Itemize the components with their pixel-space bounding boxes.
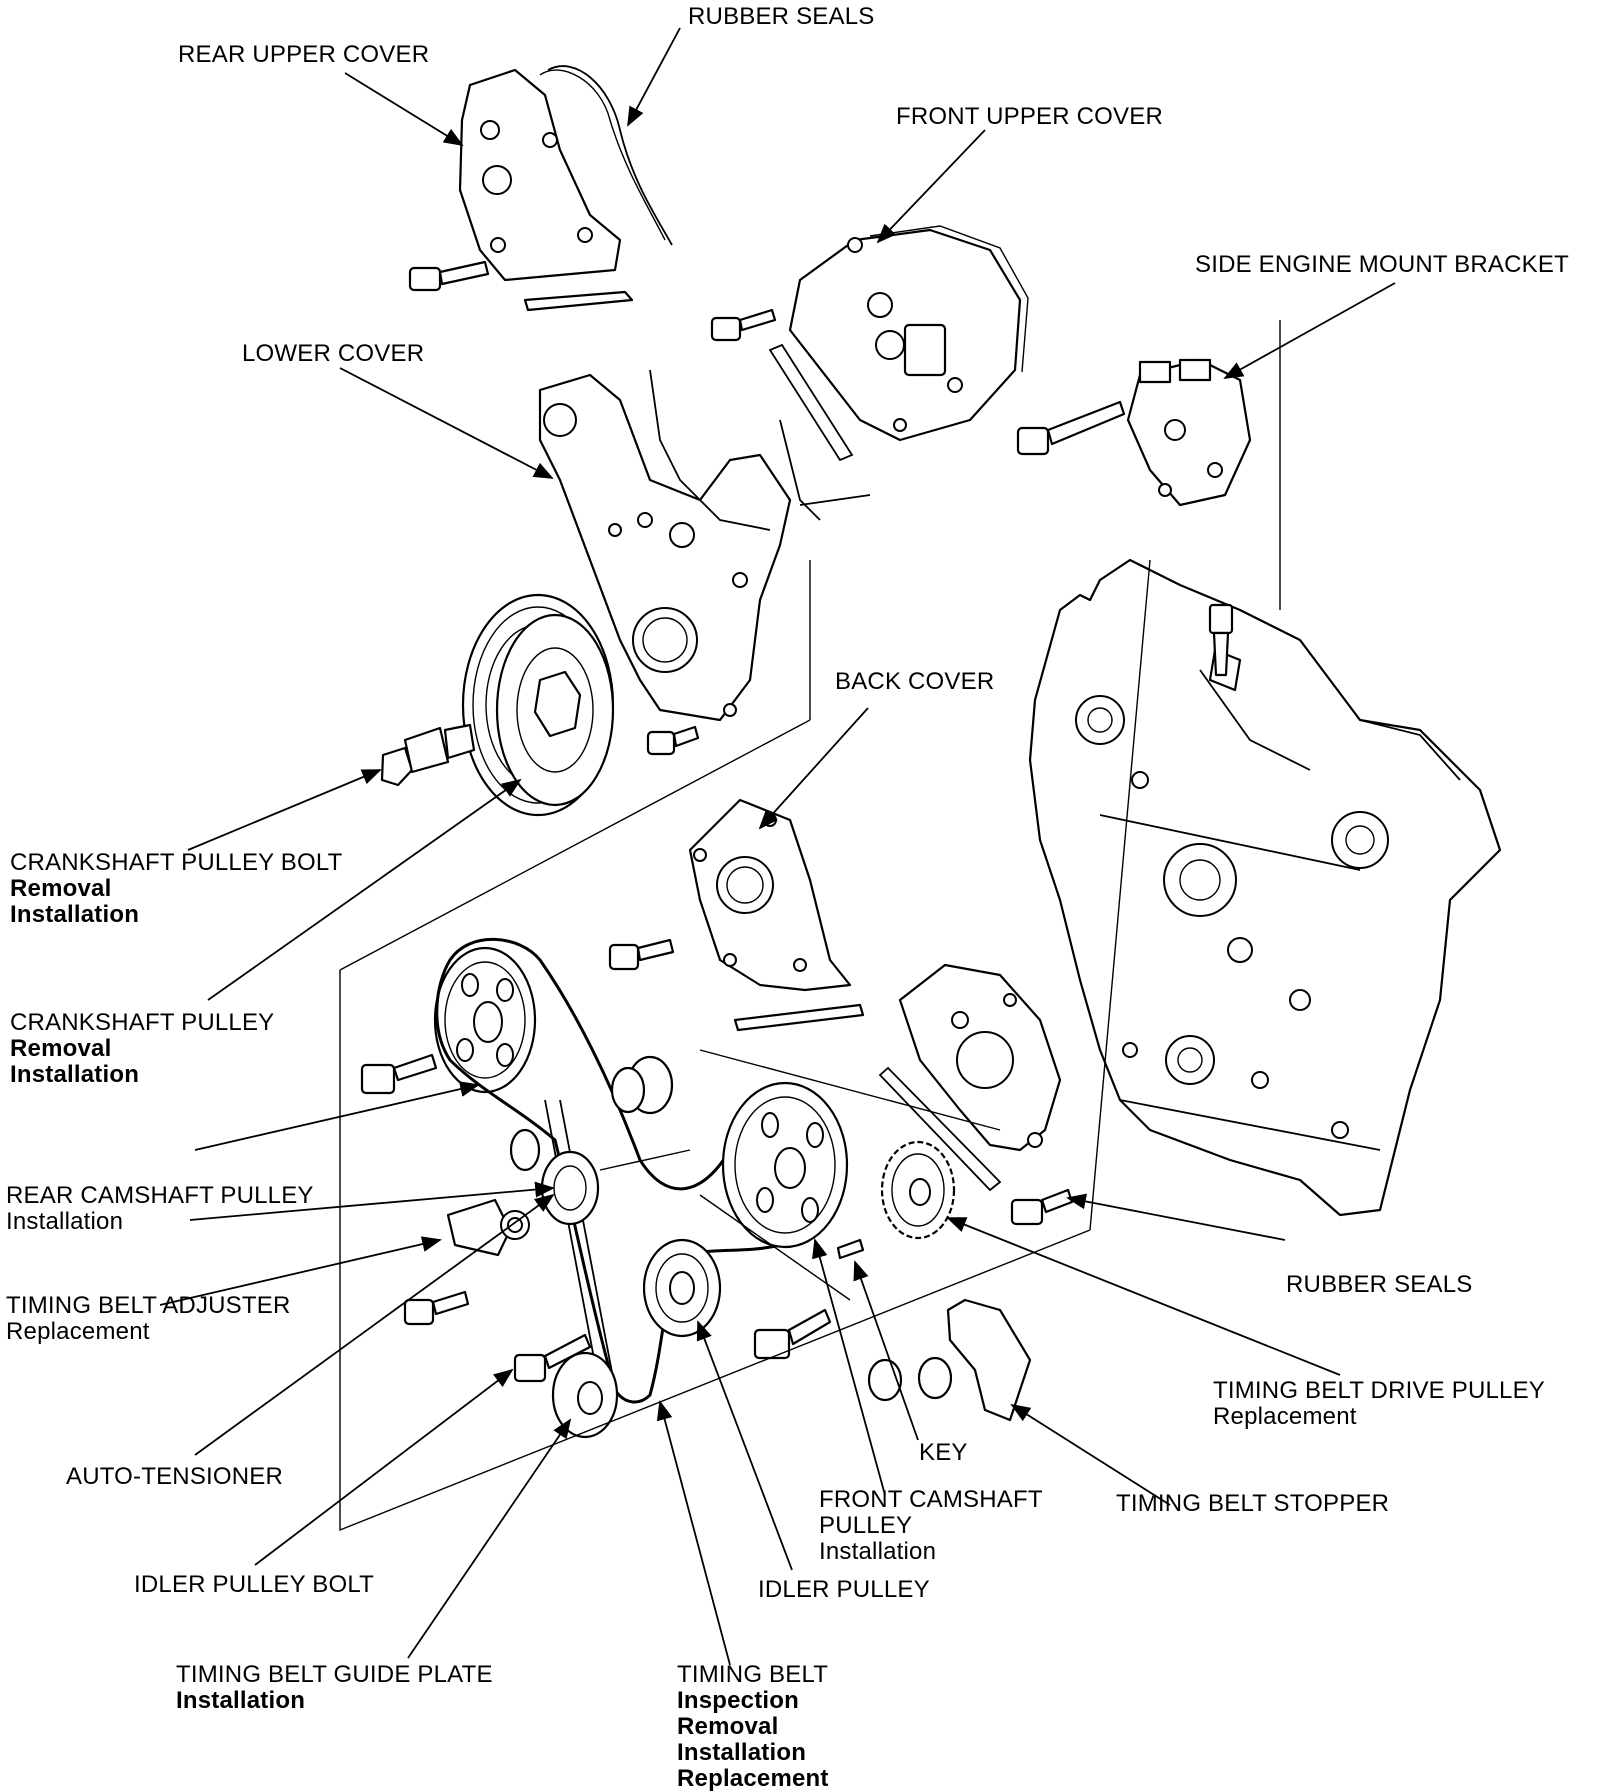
label-timing-belt-stopper: TIMING BELT STOPPER [1116, 1490, 1390, 1517]
label-rear-upper-cover: REAR UPPER COVER [178, 41, 430, 68]
timing-belt-drive-pulley-part [880, 1140, 956, 1240]
label-lower-cover: LOWER COVER [242, 340, 425, 367]
crankshaft-pulley-bolt-part [380, 723, 476, 787]
idler-pulley-bolt-part [513, 1333, 592, 1383]
label-key: KEY [919, 1439, 968, 1466]
label-timing-belt-guide-plate: TIMING BELT GUIDE PLATE Installation [176, 1661, 493, 1714]
label-front-upper-cover: FRONT UPPER COVER [896, 103, 1163, 130]
label-auto-tensioner: AUTO-TENSIONER [66, 1463, 284, 1490]
label-timing-belt: TIMING BELT Inspection Removal Installat… [677, 1661, 829, 1792]
front-upper-cover-part [768, 225, 1029, 462]
front-camshaft-pulley-part [721, 1081, 849, 1249]
label-crankshaft-pulley-bolt: CRANKSHAFT PULLEY BOLT Removal Installat… [10, 849, 343, 928]
label-front-camshaft-pulley: FRONT CAMSHAFT PULLEY Installation [819, 1486, 1043, 1565]
front-back-cover-part [878, 963, 1062, 1192]
auto-tensioner-part [509, 1128, 600, 1226]
label-rubber-seals-right: RUBBER SEALS [1286, 1271, 1473, 1298]
engine-stud-bolt [1208, 603, 1234, 677]
side-engine-mount-bracket-part [1126, 358, 1252, 507]
leader-lines [159, 27, 1396, 1666]
crankshaft-pulley-part [461, 593, 615, 817]
spacer-collar [610, 1055, 674, 1115]
side-engine-mount-bolt [1016, 400, 1126, 456]
label-rear-camshaft-pulley: REAR CAMSHAFT PULLEY Installation [6, 1182, 314, 1235]
rear-upper-cover-bolt [408, 260, 490, 292]
label-idler-pulley-bolt: IDLER PULLEY BOLT [134, 1571, 374, 1598]
alignment-lines [339, 320, 1281, 1532]
lower-cover-part [538, 369, 871, 722]
label-crankshaft-pulley: CRANKSHAFT PULLEY Removal Installation [10, 1009, 275, 1088]
auto-tensioner-bolt [403, 1290, 470, 1326]
timing-belt-stopper-part [867, 1298, 1032, 1422]
back-cover-part [688, 798, 865, 1032]
key-part [836, 1238, 865, 1260]
rear-camshaft-pulley-part [433, 946, 537, 1094]
timing-belt-part [435, 937, 840, 1404]
timing-belt-guide-plate-part [551, 1351, 619, 1439]
front-upper-cover-bolt [710, 308, 777, 342]
front-back-cover-bolt [1010, 1188, 1074, 1226]
idler-pulley-part [642, 1238, 722, 1338]
lower-cover-bolt [646, 725, 700, 756]
label-back-cover: BACK COVER [835, 668, 995, 695]
label-side-engine-mount-bracket: SIDE ENGINE MOUNT BRACKET [1195, 251, 1569, 278]
timing-belt-adjuster-part [446, 1198, 530, 1257]
label-idler-pulley: IDLER PULLEY [758, 1576, 930, 1603]
rear-upper-cover-part [458, 65, 673, 312]
label-timing-belt-drive-pulley: TIMING BELT DRIVE PULLEY Replacement [1213, 1377, 1545, 1430]
label-rubber-seals-top: RUBBER SEALS [688, 3, 875, 30]
label-timing-belt-adjuster: TIMING BELT ADJUSTER Replacement [6, 1292, 291, 1345]
back-cover-bolt [608, 938, 675, 971]
rear-camshaft-bolt [360, 1053, 438, 1095]
idler-bolt-right [753, 1308, 832, 1360]
